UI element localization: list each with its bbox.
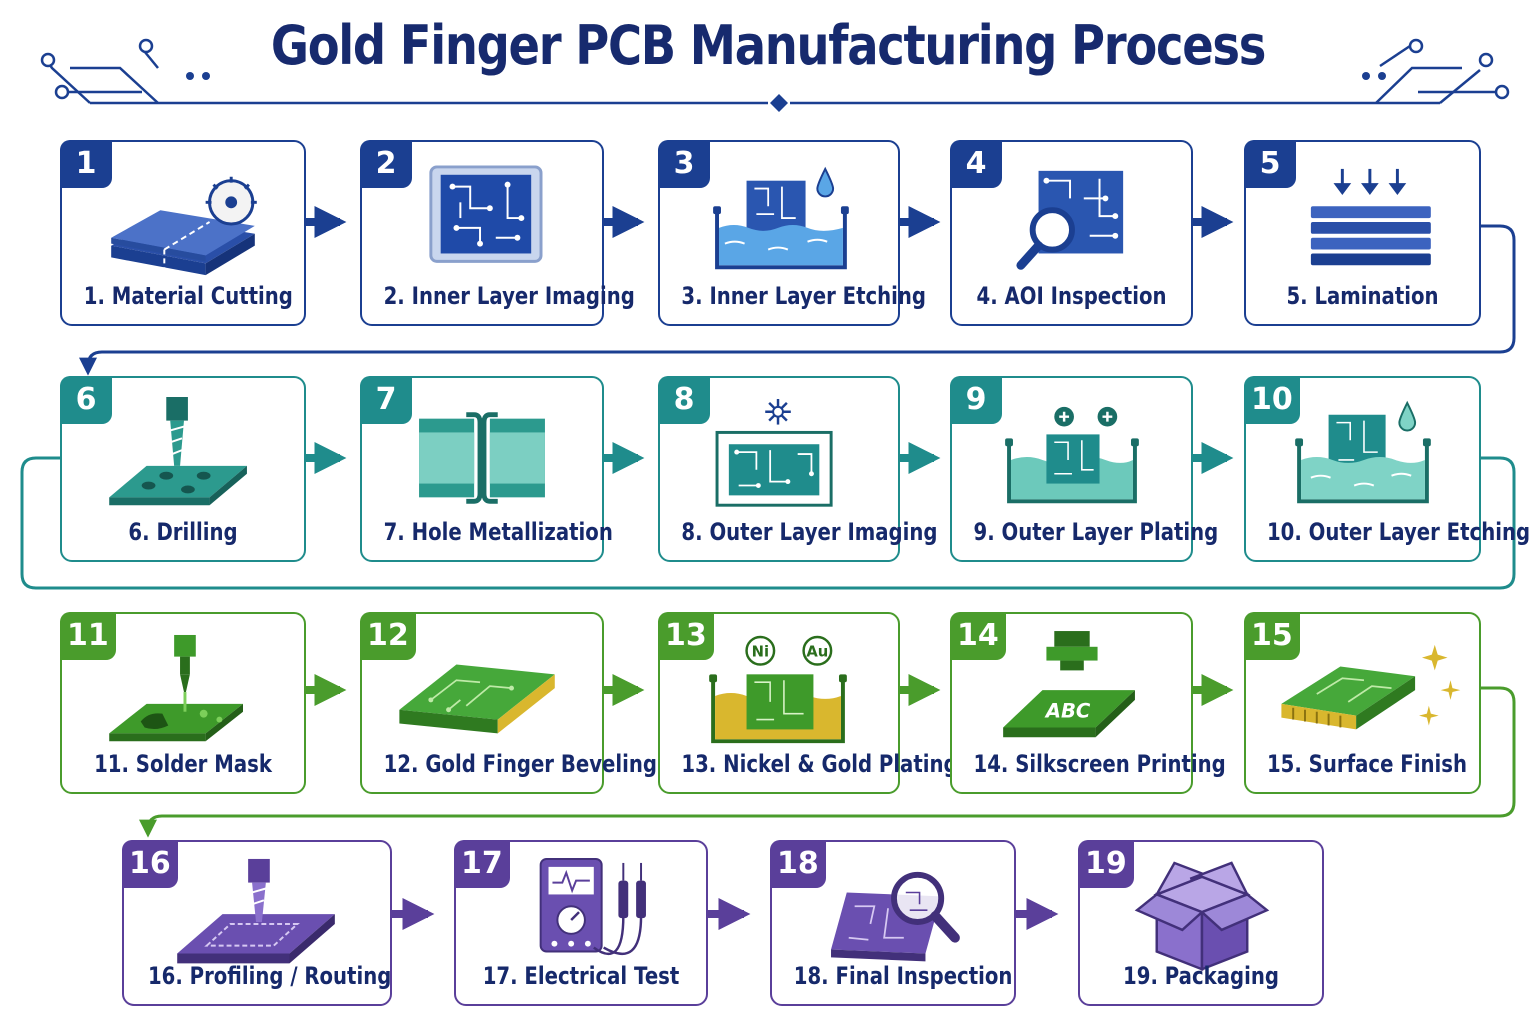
step-number-badge: 19	[1078, 840, 1134, 888]
step-number-badge: 9	[950, 376, 1002, 424]
step-number-badge: 12	[360, 612, 416, 660]
step-number-badge: 15	[1244, 612, 1300, 660]
step-card-5: 5 5. Lamination	[1244, 140, 1481, 326]
step-label: 13. Nickel & Gold Plating	[681, 750, 958, 778]
title-decoration	[40, 38, 1510, 105]
step-label: 3. Inner Layer Etching	[681, 282, 927, 310]
step-card-2: 2 2. Inner Layer Imaging	[360, 140, 635, 326]
step-number-badge: 2	[360, 140, 412, 188]
solder-mask-nozzle-icon	[109, 634, 244, 742]
step-number-badge: 18	[770, 840, 826, 888]
step-card-19: 19 19. Packaging	[1078, 840, 1324, 1006]
chip-au: Au	[806, 644, 828, 661]
step-card-6: 6 6. Drilling	[60, 376, 306, 562]
box-icon	[1134, 861, 1270, 972]
page-title: Gold Finger PCB Manufacturing Process	[270, 14, 1267, 77]
connector-5-6	[79, 224, 1516, 376]
step-card-12: 12 12. Gold Finger Beveling	[360, 612, 657, 794]
inspection-board-icon	[831, 871, 960, 962]
step-number-badge: 17	[454, 840, 510, 888]
step-label: 4. AOI Inspection	[976, 282, 1167, 310]
step-label: 2. Inner Layer Imaging	[383, 282, 635, 310]
plated-hole-icon	[419, 412, 545, 504]
magnifier-board-icon	[1016, 170, 1124, 270]
step-number-badge: 16	[122, 840, 178, 888]
step-label: 9. Outer Layer Plating	[973, 518, 1219, 546]
beveled-board-icon	[399, 664, 555, 734]
step-label: 6. Drilling	[128, 518, 238, 546]
etching-tank-icon	[1295, 400, 1431, 504]
connector-row2-loop	[20, 456, 1516, 590]
step-number-badge: 14	[950, 612, 1006, 660]
step-label: 10. Outer Layer Etching	[1266, 518, 1531, 546]
step-label: 11. Solder Mask	[94, 750, 272, 778]
silkscreen-printer-icon: ABC	[1003, 631, 1135, 738]
step-number-badge: 3	[658, 140, 710, 188]
drill-icon	[109, 397, 247, 506]
step-label: 12. Gold Finger Beveling	[383, 750, 657, 778]
circuit-imaging-icon	[429, 165, 543, 263]
plating-tank-icon	[1005, 406, 1139, 504]
step-label: 7. Hole Metallization	[383, 518, 613, 546]
connector-15-16	[139, 686, 1516, 838]
step-number-badge: 13	[658, 612, 714, 660]
step-label: 14. Silkscreen Printing	[973, 750, 1226, 778]
step-label: 18. Final Inspection	[793, 962, 1013, 990]
router-bit-icon	[177, 858, 335, 964]
step-card-9: 9 9. Outer Layer Plating	[950, 376, 1219, 562]
etching-tank-icon	[713, 166, 849, 270]
ni-au-tank-icon: Ni Au	[709, 635, 847, 744]
step-card-18: 18 18. Final Inspection	[770, 840, 1016, 1006]
step-card-3: 3 3. Inner Layer Etching	[658, 140, 927, 326]
step-label: 16. Profiling / Routing	[147, 962, 392, 990]
print-text: ABC	[1044, 700, 1091, 723]
step-number-badge: 6	[60, 376, 112, 424]
chip-ni: Ni	[752, 644, 769, 661]
step-card-7: 7 7. Hole Metallization	[360, 376, 613, 562]
step-card-11: 11 11. Solder Mask	[60, 612, 306, 794]
step-label: 1. Material Cutting	[83, 282, 293, 310]
multimeter-icon	[539, 858, 646, 955]
lamination-stack-icon	[1310, 168, 1431, 266]
step-card-4: 4 4. AOI Inspection	[950, 140, 1193, 326]
step-card-10: 10 10. Outer Layer Etching	[1244, 376, 1531, 562]
step-number-badge: 1	[60, 140, 112, 188]
step-card-8: 8 8. Outer Layer Imaging	[658, 376, 938, 562]
step-label: 19. Packaging	[1123, 962, 1279, 990]
step-number-badge: 7	[360, 376, 412, 424]
step-number-badge: 8	[658, 376, 710, 424]
step-number-badge: 4	[950, 140, 1002, 188]
step-label: 8. Outer Layer Imaging	[681, 518, 938, 546]
step-card-14: 14 ABC 14. Silkscreen Printing	[950, 612, 1226, 794]
step-number-badge: 11	[60, 612, 116, 660]
light-exposure-icon	[715, 398, 833, 507]
cutting-saw-icon	[111, 176, 257, 276]
step-card-16: 16 16. Profiling / Routing	[122, 840, 392, 1006]
step-number-badge: 5	[1244, 140, 1296, 188]
step-label: 15. Surface Finish	[1266, 750, 1467, 778]
sparkling-board-icon	[1281, 644, 1461, 730]
step-number-badge: 10	[1244, 376, 1300, 424]
step-card-17: 17 17. Electrical Test	[454, 840, 708, 1006]
step-card-13: 13 Ni Au 13. Nickel & Gold Plating	[658, 612, 958, 794]
step-label: 5. Lamination	[1286, 282, 1439, 310]
step-label: 17. Electrical Test	[482, 962, 680, 990]
step-card-1: 1 1. Material Cutting	[60, 140, 306, 326]
step-card-15: 15 15. Surface Finish	[1244, 612, 1481, 794]
